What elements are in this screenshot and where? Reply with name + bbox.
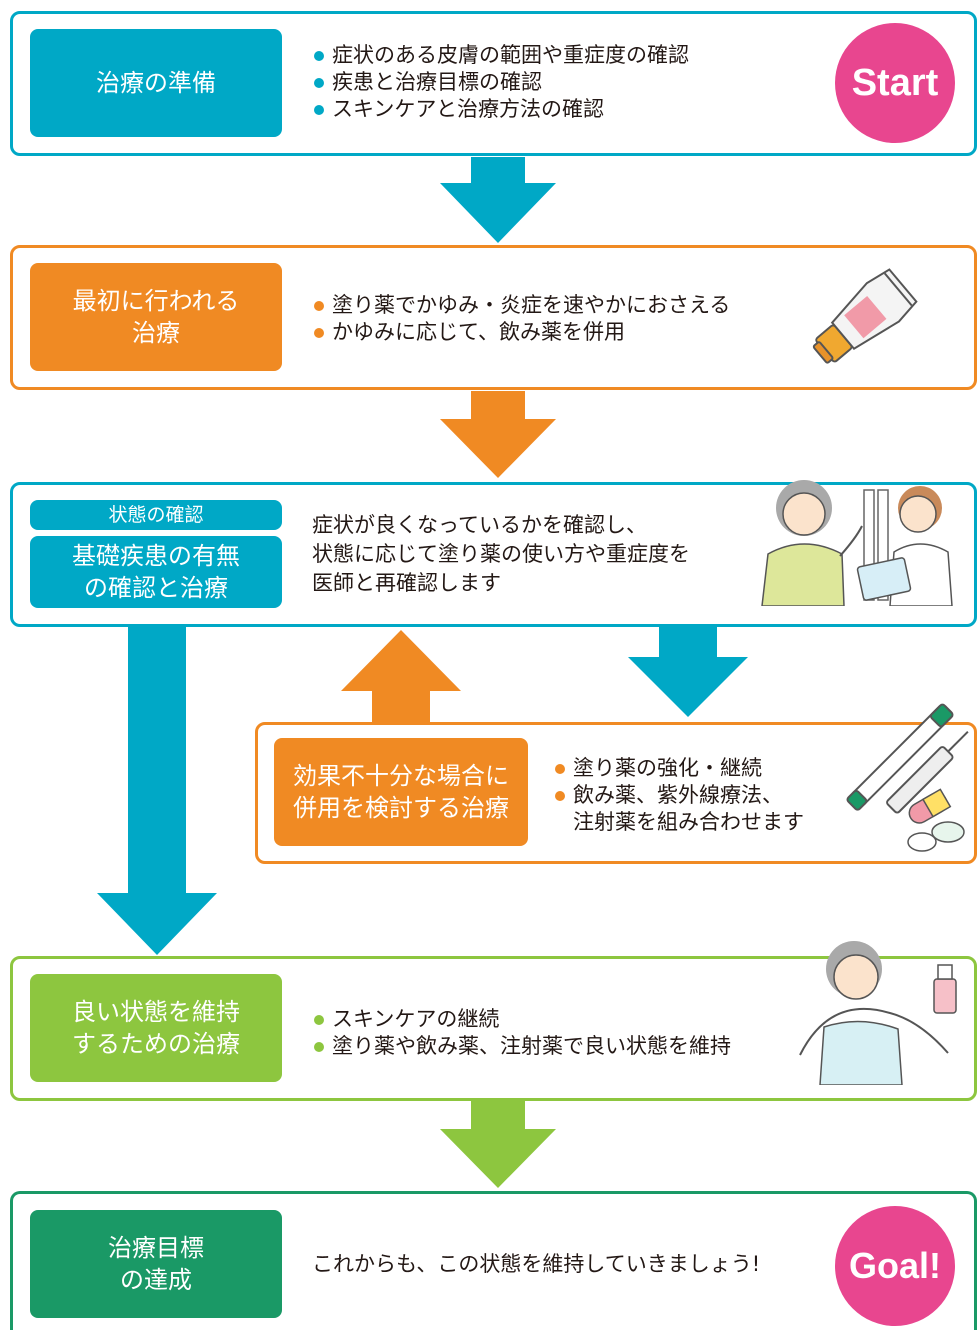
- step-check-text: 症状が良くなっているかを確認し、 状態に応じて塗り薬の使い方や重症度を 医師と再…: [312, 513, 690, 595]
- step-maintain-label: 良い状態を維持 するための治療: [30, 974, 282, 1082]
- step-goal-text: これからも、この状態を維持していきましょう!: [312, 1252, 761, 1276]
- goal-badge: Goal!: [835, 1206, 955, 1326]
- step-combo-items: 塗り薬の強化・継続 飲み薬、紫外線療法、 注射薬を組み合わせます: [553, 755, 804, 836]
- doctor-consultation-icon: [761, 480, 953, 606]
- list-item: かゆみに応じて、飲み薬を併用: [312, 319, 730, 346]
- arrow-initial-to-check: [440, 391, 556, 478]
- step-prep-label: 治療の準備: [30, 29, 282, 137]
- list-item: 塗り薬の強化・継続: [553, 755, 804, 782]
- step-goal-label: 治療目標 の達成: [30, 1210, 282, 1318]
- arrow-combo-to-check: [341, 630, 461, 722]
- start-badge: Start: [835, 23, 955, 143]
- list-item: 塗り薬や飲み薬、注射薬で良い状態を維持: [312, 1033, 731, 1060]
- step-check-label-bottom: 基礎疾患の有無 の確認と治療: [30, 536, 282, 608]
- list-item: スキンケアと治療方法の確認: [312, 96, 689, 123]
- list-item: 症状のある皮膚の範囲や重症度の確認: [312, 42, 689, 69]
- list-item: スキンケアの継続: [312, 1006, 731, 1033]
- injection-pills-icon: [846, 703, 969, 852]
- step-initial-items: 塗り薬でかゆみ・炎症を速やかにおさえる かゆみに応じて、飲み薬を併用: [312, 292, 730, 346]
- list-item: 飲み薬、紫外線療法、 注射薬を組み合わせます: [553, 782, 804, 836]
- step-prep-items: 症状のある皮膚の範囲や重症度の確認 疾患と治療目標の確認 スキンケアと治療方法の…: [312, 42, 689, 123]
- arrow-maintain-to-goal: [440, 1101, 556, 1188]
- arrow-check-to-maintain: [97, 626, 217, 955]
- step-check-label-top: 状態の確認: [30, 500, 282, 530]
- step-combo-label: 効果不十分な場合に 併用を検討する治療: [274, 738, 528, 846]
- ointment-tube-icon: [812, 268, 918, 364]
- arrow-prep-to-initial: [440, 157, 556, 243]
- list-item: 塗り薬でかゆみ・炎症を速やかにおさえる: [312, 292, 730, 319]
- arrow-check-to-combo: [628, 626, 748, 717]
- step-maintain-items: スキンケアの継続 塗り薬や飲み薬、注射薬で良い状態を維持: [312, 1006, 731, 1060]
- step-initial-label: 最初に行われる 治療: [30, 263, 282, 371]
- woman-applying-lotion-icon: [799, 941, 957, 1085]
- list-item: 疾患と治療目標の確認: [312, 69, 689, 96]
